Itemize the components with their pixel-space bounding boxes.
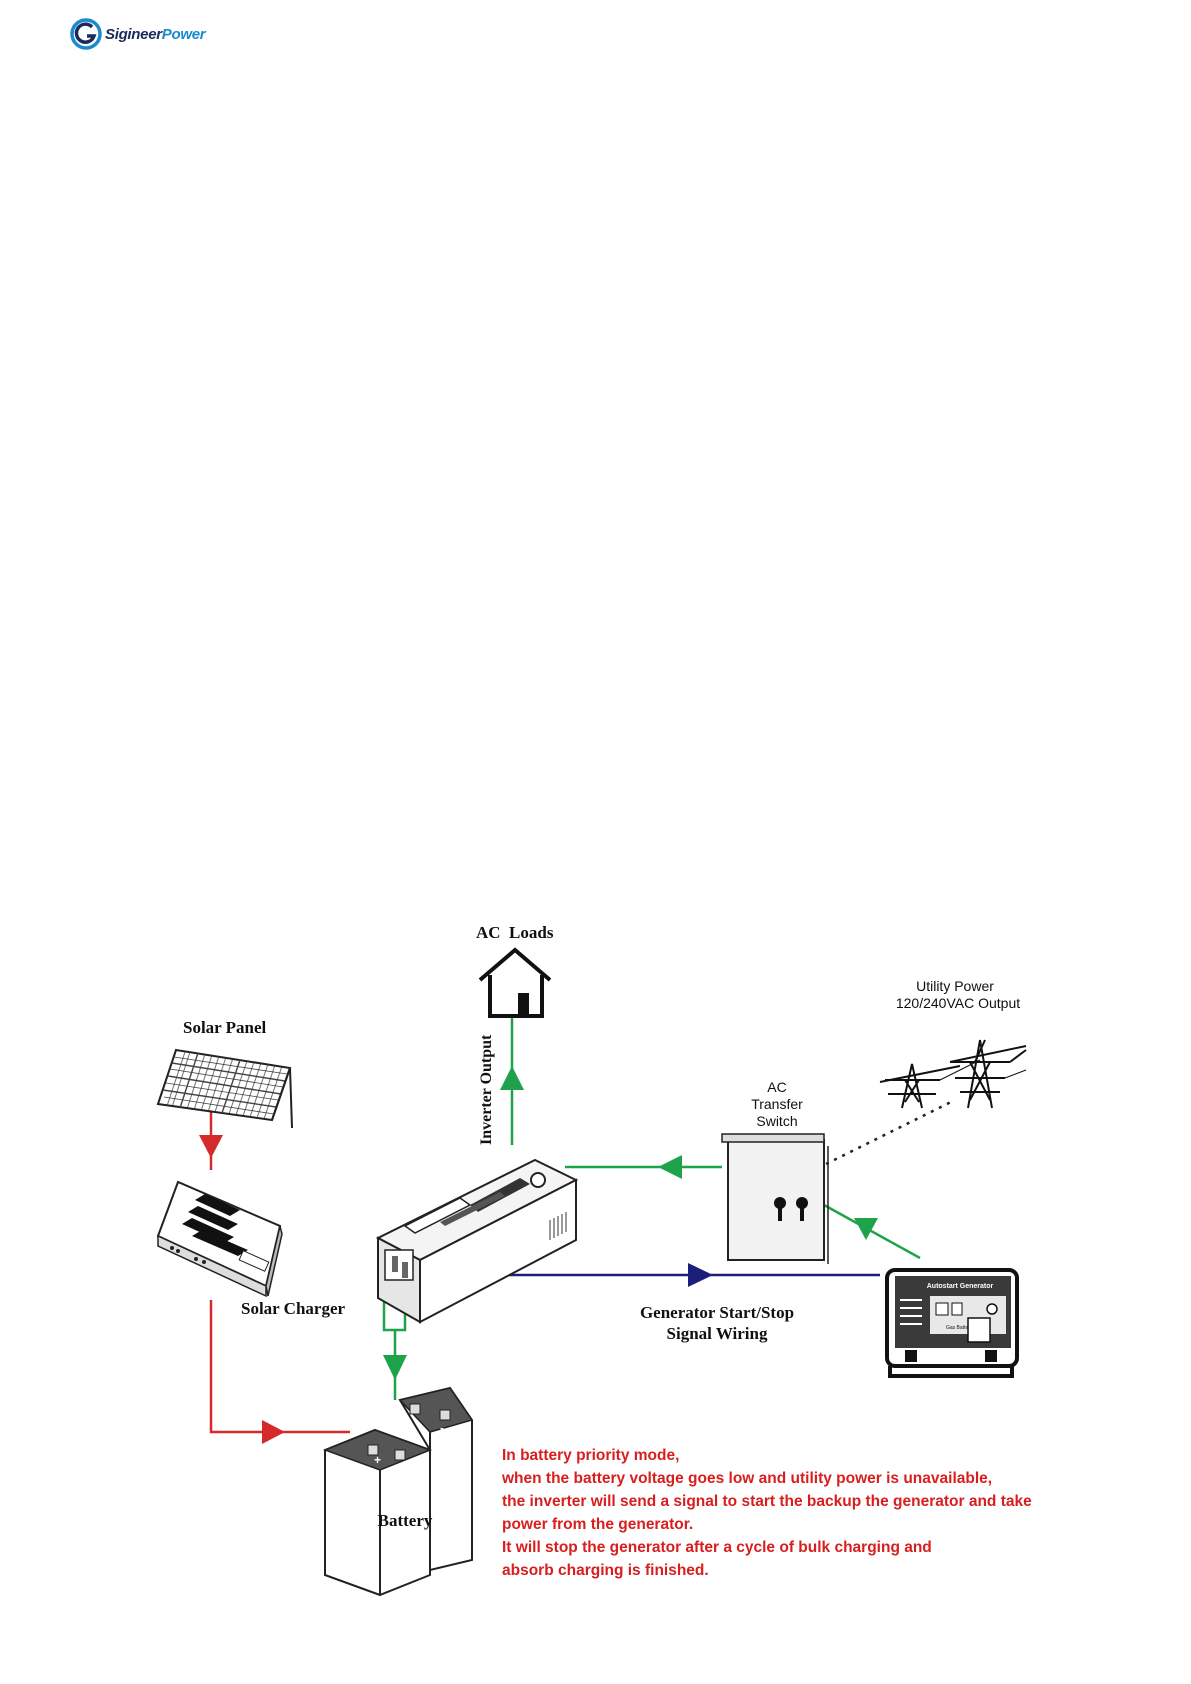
transfer-switch-label-2: Transfer bbox=[751, 1096, 803, 1112]
arrow-to-loads bbox=[500, 1066, 524, 1090]
solar-panel-icon bbox=[156, 1048, 293, 1129]
battery-icon: + - bbox=[322, 1386, 474, 1597]
generator-sub-label: Gas Battery bbox=[946, 1325, 973, 1331]
note-line: In battery priority mode, bbox=[502, 1447, 680, 1464]
utility-power-label-2: 120/240VAC Output bbox=[896, 995, 1020, 1011]
ac-arrows bbox=[383, 1066, 878, 1380]
note-line: power from the generator. bbox=[502, 1516, 694, 1533]
arrow-to-inverter bbox=[658, 1155, 682, 1179]
brand-logo-icon bbox=[70, 18, 102, 50]
utility-power-label-1: Utility Power bbox=[916, 978, 994, 994]
arrow-to-battery-ac bbox=[383, 1355, 407, 1380]
note-line: when the battery voltage goes low and ut… bbox=[502, 1470, 993, 1487]
arrow-signal bbox=[688, 1263, 713, 1287]
note-line: It will stop the generator after a cycle… bbox=[502, 1539, 932, 1556]
arrow-to-battery bbox=[262, 1420, 285, 1444]
ac-loads-label: AC Loads bbox=[476, 923, 554, 942]
arrow-to-switch bbox=[854, 1218, 878, 1240]
transfer-switch-label-1: AC bbox=[767, 1079, 786, 1095]
solar-panel-label: Solar Panel bbox=[183, 1018, 267, 1037]
battery-label: Battery bbox=[378, 1511, 433, 1530]
brand-logo: SigineerPower bbox=[70, 18, 206, 50]
house-icon bbox=[478, 947, 552, 1018]
solar-charger-icon bbox=[156, 1180, 283, 1298]
generator-signal-label-2: Signal Wiring bbox=[667, 1324, 768, 1343]
generator-panel-label: Autostart Generator bbox=[927, 1283, 994, 1290]
dc-arrows bbox=[199, 1135, 285, 1444]
generator-icon: Autostart Generator Gas Battery bbox=[885, 1268, 1019, 1378]
battery-plus-mark: + bbox=[374, 1453, 381, 1467]
battery-priority-note: In battery priority mode, when the batte… bbox=[502, 1444, 1102, 1582]
transfer-switch-label-3: Switch bbox=[756, 1113, 797, 1129]
brand-name: SigineerPower bbox=[105, 25, 206, 43]
battery-minus-mark: - bbox=[440, 1421, 444, 1435]
inverter-icon bbox=[375, 1158, 579, 1324]
utility-dotted-line bbox=[817, 1098, 956, 1170]
note-line: the inverter will send a signal to start… bbox=[502, 1493, 1032, 1510]
transfer-switch-icon bbox=[721, 1133, 829, 1264]
generator-signal-label-1: Generator Start/Stop bbox=[640, 1303, 794, 1322]
power-tower-icon bbox=[879, 1039, 1027, 1109]
charger-to-battery-wire bbox=[209, 1300, 350, 1434]
inverter-output-label: Inverter Output bbox=[478, 1034, 495, 1145]
note-line: absorb charging is finished. bbox=[502, 1562, 709, 1579]
brand-name-part2: Power bbox=[161, 25, 206, 43]
solar-charger-label: Solar Charger bbox=[241, 1299, 345, 1318]
brand-name-part1: Sigineer bbox=[105, 25, 162, 43]
arrow-solar-down bbox=[199, 1135, 223, 1158]
